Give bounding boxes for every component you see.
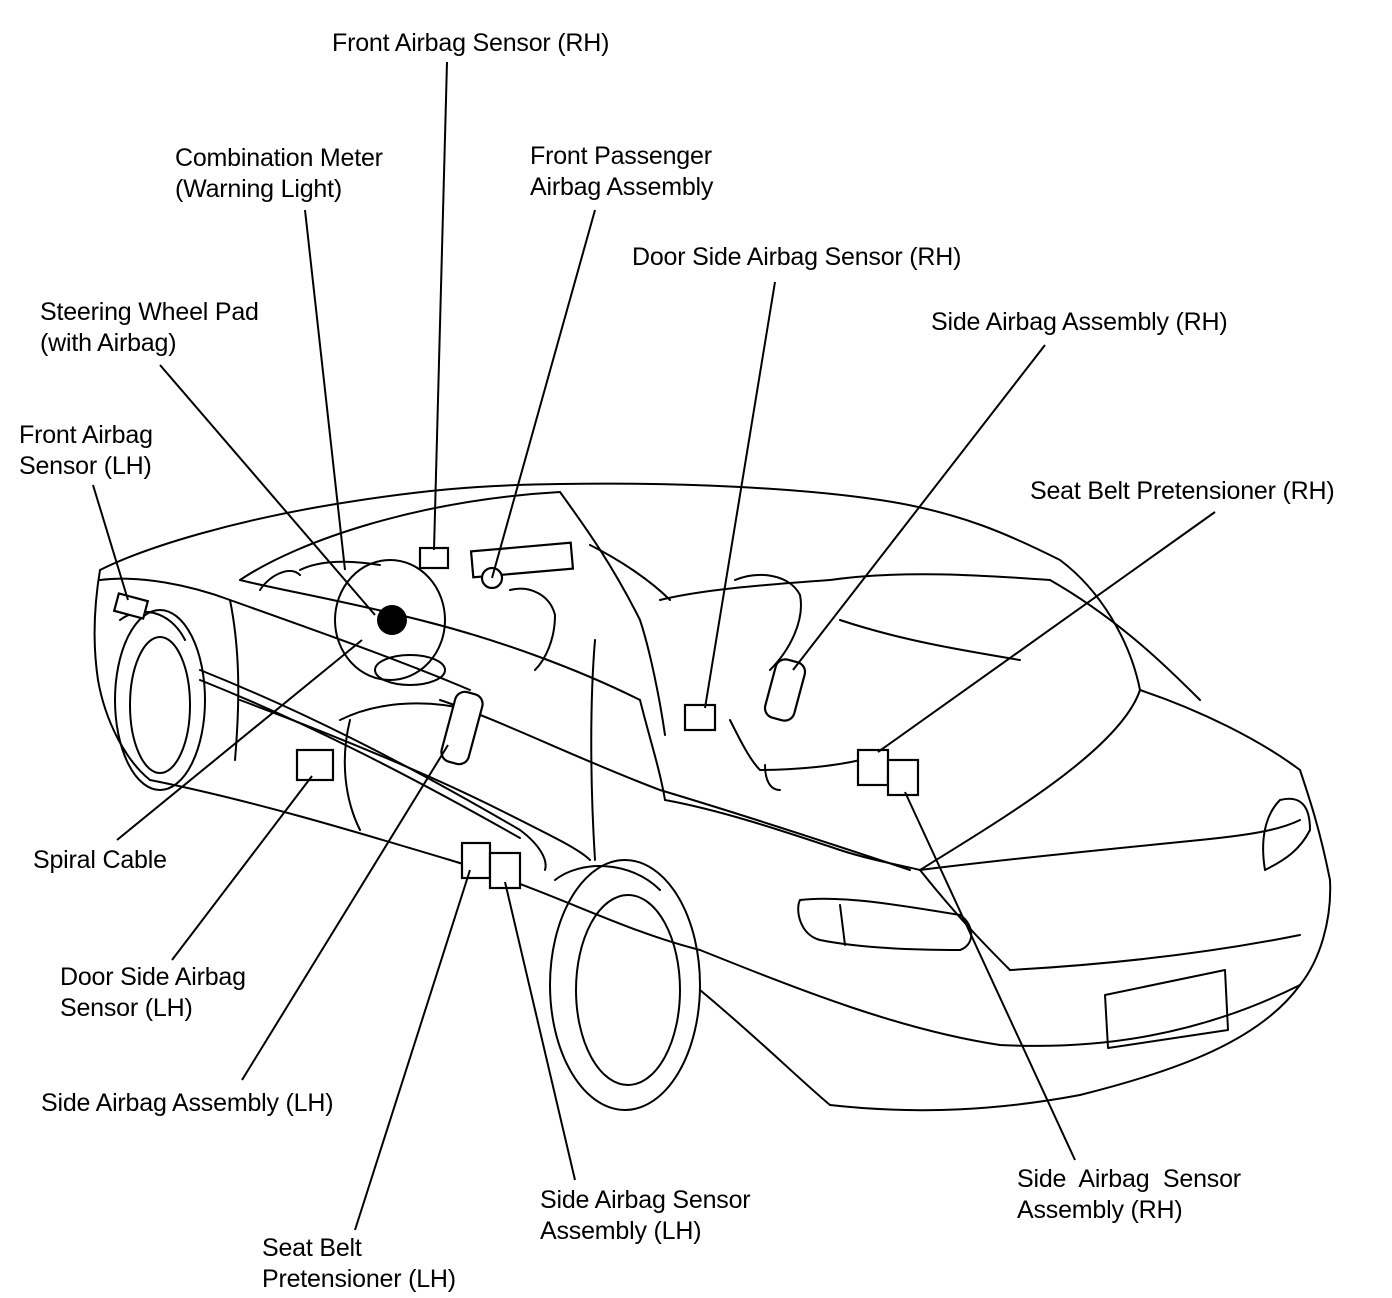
- car-body-outline: [93, 482, 1332, 1112]
- seat-belt-pretensioner-lh-part: [460, 841, 492, 880]
- label-line: Combination Meter: [175, 144, 383, 172]
- label-door-side-airbag-sensor-rh: Door Side Airbag Sensor (RH): [632, 242, 961, 273]
- label-line: (with Airbag): [40, 329, 177, 357]
- leader-side-airbag-assembly-lh: [241, 744, 449, 1081]
- leader-steering-wheel-pad: [159, 364, 376, 616]
- leader-lines: [92, 61, 1216, 1231]
- label-front-airbag-sensor-rh: Front Airbag Sensor (RH): [332, 28, 609, 59]
- leader-side-airbag-sensor-rh: [904, 791, 1076, 1161]
- label-side-airbag-sensor-rh: Side Airbag Sensor Assembly (RH): [1017, 1164, 1241, 1226]
- leader-door-side-airbag-sensor-lh: [171, 775, 313, 961]
- leader-side-airbag-sensor-lh: [504, 881, 576, 1181]
- label-line: Side Airbag Assembly (RH): [931, 308, 1228, 336]
- label-line: Front Passenger: [530, 142, 712, 170]
- leader-combination-meter: [304, 209, 346, 571]
- label-line: Pretensioner (LH): [262, 1265, 456, 1293]
- label-line: Front Airbag Sensor (RH): [332, 29, 610, 57]
- label-seat-belt-pretensioner-lh: Seat Belt Pretensioner (LH): [262, 1233, 456, 1295]
- leader-door-side-airbag-sensor-rh: [704, 281, 776, 709]
- side-airbag-sensor-rh-part: [886, 758, 920, 797]
- label-side-airbag-assembly-lh: Side Airbag Assembly (LH): [41, 1088, 334, 1119]
- label-line: Door Side Airbag: [60, 963, 246, 991]
- label-front-passenger-airbag: Front Passenger Airbag Assembly: [530, 141, 713, 203]
- label-line: Sensor (LH): [19, 452, 152, 480]
- door-side-airbag-sensor-rh-part: [683, 703, 717, 732]
- front-airbag-sensor-lh-part: [112, 592, 150, 620]
- label-line: Steering Wheel Pad: [40, 298, 259, 326]
- side-airbag-assembly-rh-part: [763, 658, 807, 722]
- seat-belt-pretensioner-rh-part: [856, 748, 890, 787]
- label-side-airbag-sensor-lh: Side Airbag Sensor Assembly (LH): [540, 1185, 751, 1247]
- label-line: Seat Belt: [262, 1234, 362, 1262]
- label-line: (Warning Light): [175, 175, 342, 203]
- leader-side-airbag-assembly-rh: [792, 344, 1046, 671]
- side-airbag-assembly-lh-part: [440, 690, 484, 766]
- leader-spiral-cable: [116, 639, 363, 841]
- label-line: Airbag Assembly: [530, 173, 714, 201]
- label-line: Front Airbag: [19, 421, 153, 449]
- label-side-airbag-assembly-rh: Side Airbag Assembly (RH): [931, 307, 1228, 338]
- leader-front-airbag-sensor-rh: [433, 61, 448, 551]
- label-front-airbag-sensor-lh: Front Airbag Sensor (LH): [19, 420, 153, 482]
- label-spiral-cable: Spiral Cable: [33, 845, 167, 876]
- label-line: Side Airbag Assembly (LH): [41, 1089, 334, 1117]
- label-line: Assembly (RH): [1017, 1196, 1183, 1224]
- leader-seat-belt-pretensioner-rh: [877, 511, 1216, 753]
- label-line: Spiral Cable: [33, 846, 167, 874]
- leader-front-airbag-sensor-lh: [92, 484, 129, 601]
- label-line: Side Airbag Sensor: [540, 1186, 751, 1214]
- label-door-side-airbag-sensor-lh: Door Side Airbag Sensor (LH): [60, 962, 246, 1024]
- component-parts: [112, 541, 920, 890]
- label-line: Seat Belt Pretensioner (RH): [1030, 477, 1335, 505]
- label-combination-meter: Combination Meter (Warning Light): [175, 143, 383, 205]
- label-line: Sensor (LH): [60, 994, 193, 1022]
- leader-seat-belt-pretensioner-lh: [354, 869, 471, 1231]
- front-airbag-sensor-rh-part: [418, 546, 450, 570]
- label-line: Side Airbag Sensor: [1017, 1165, 1241, 1193]
- label-seat-belt-pretensioner-rh: Seat Belt Pretensioner (RH): [1030, 476, 1335, 507]
- label-line: Door Side Airbag Sensor (RH): [632, 243, 962, 271]
- leader-front-passenger-airbag: [491, 209, 596, 579]
- label-line: Assembly (LH): [540, 1217, 702, 1245]
- label-steering-wheel-pad: Steering Wheel Pad (with Airbag): [40, 297, 259, 359]
- door-side-airbag-sensor-lh-part: [295, 748, 335, 782]
